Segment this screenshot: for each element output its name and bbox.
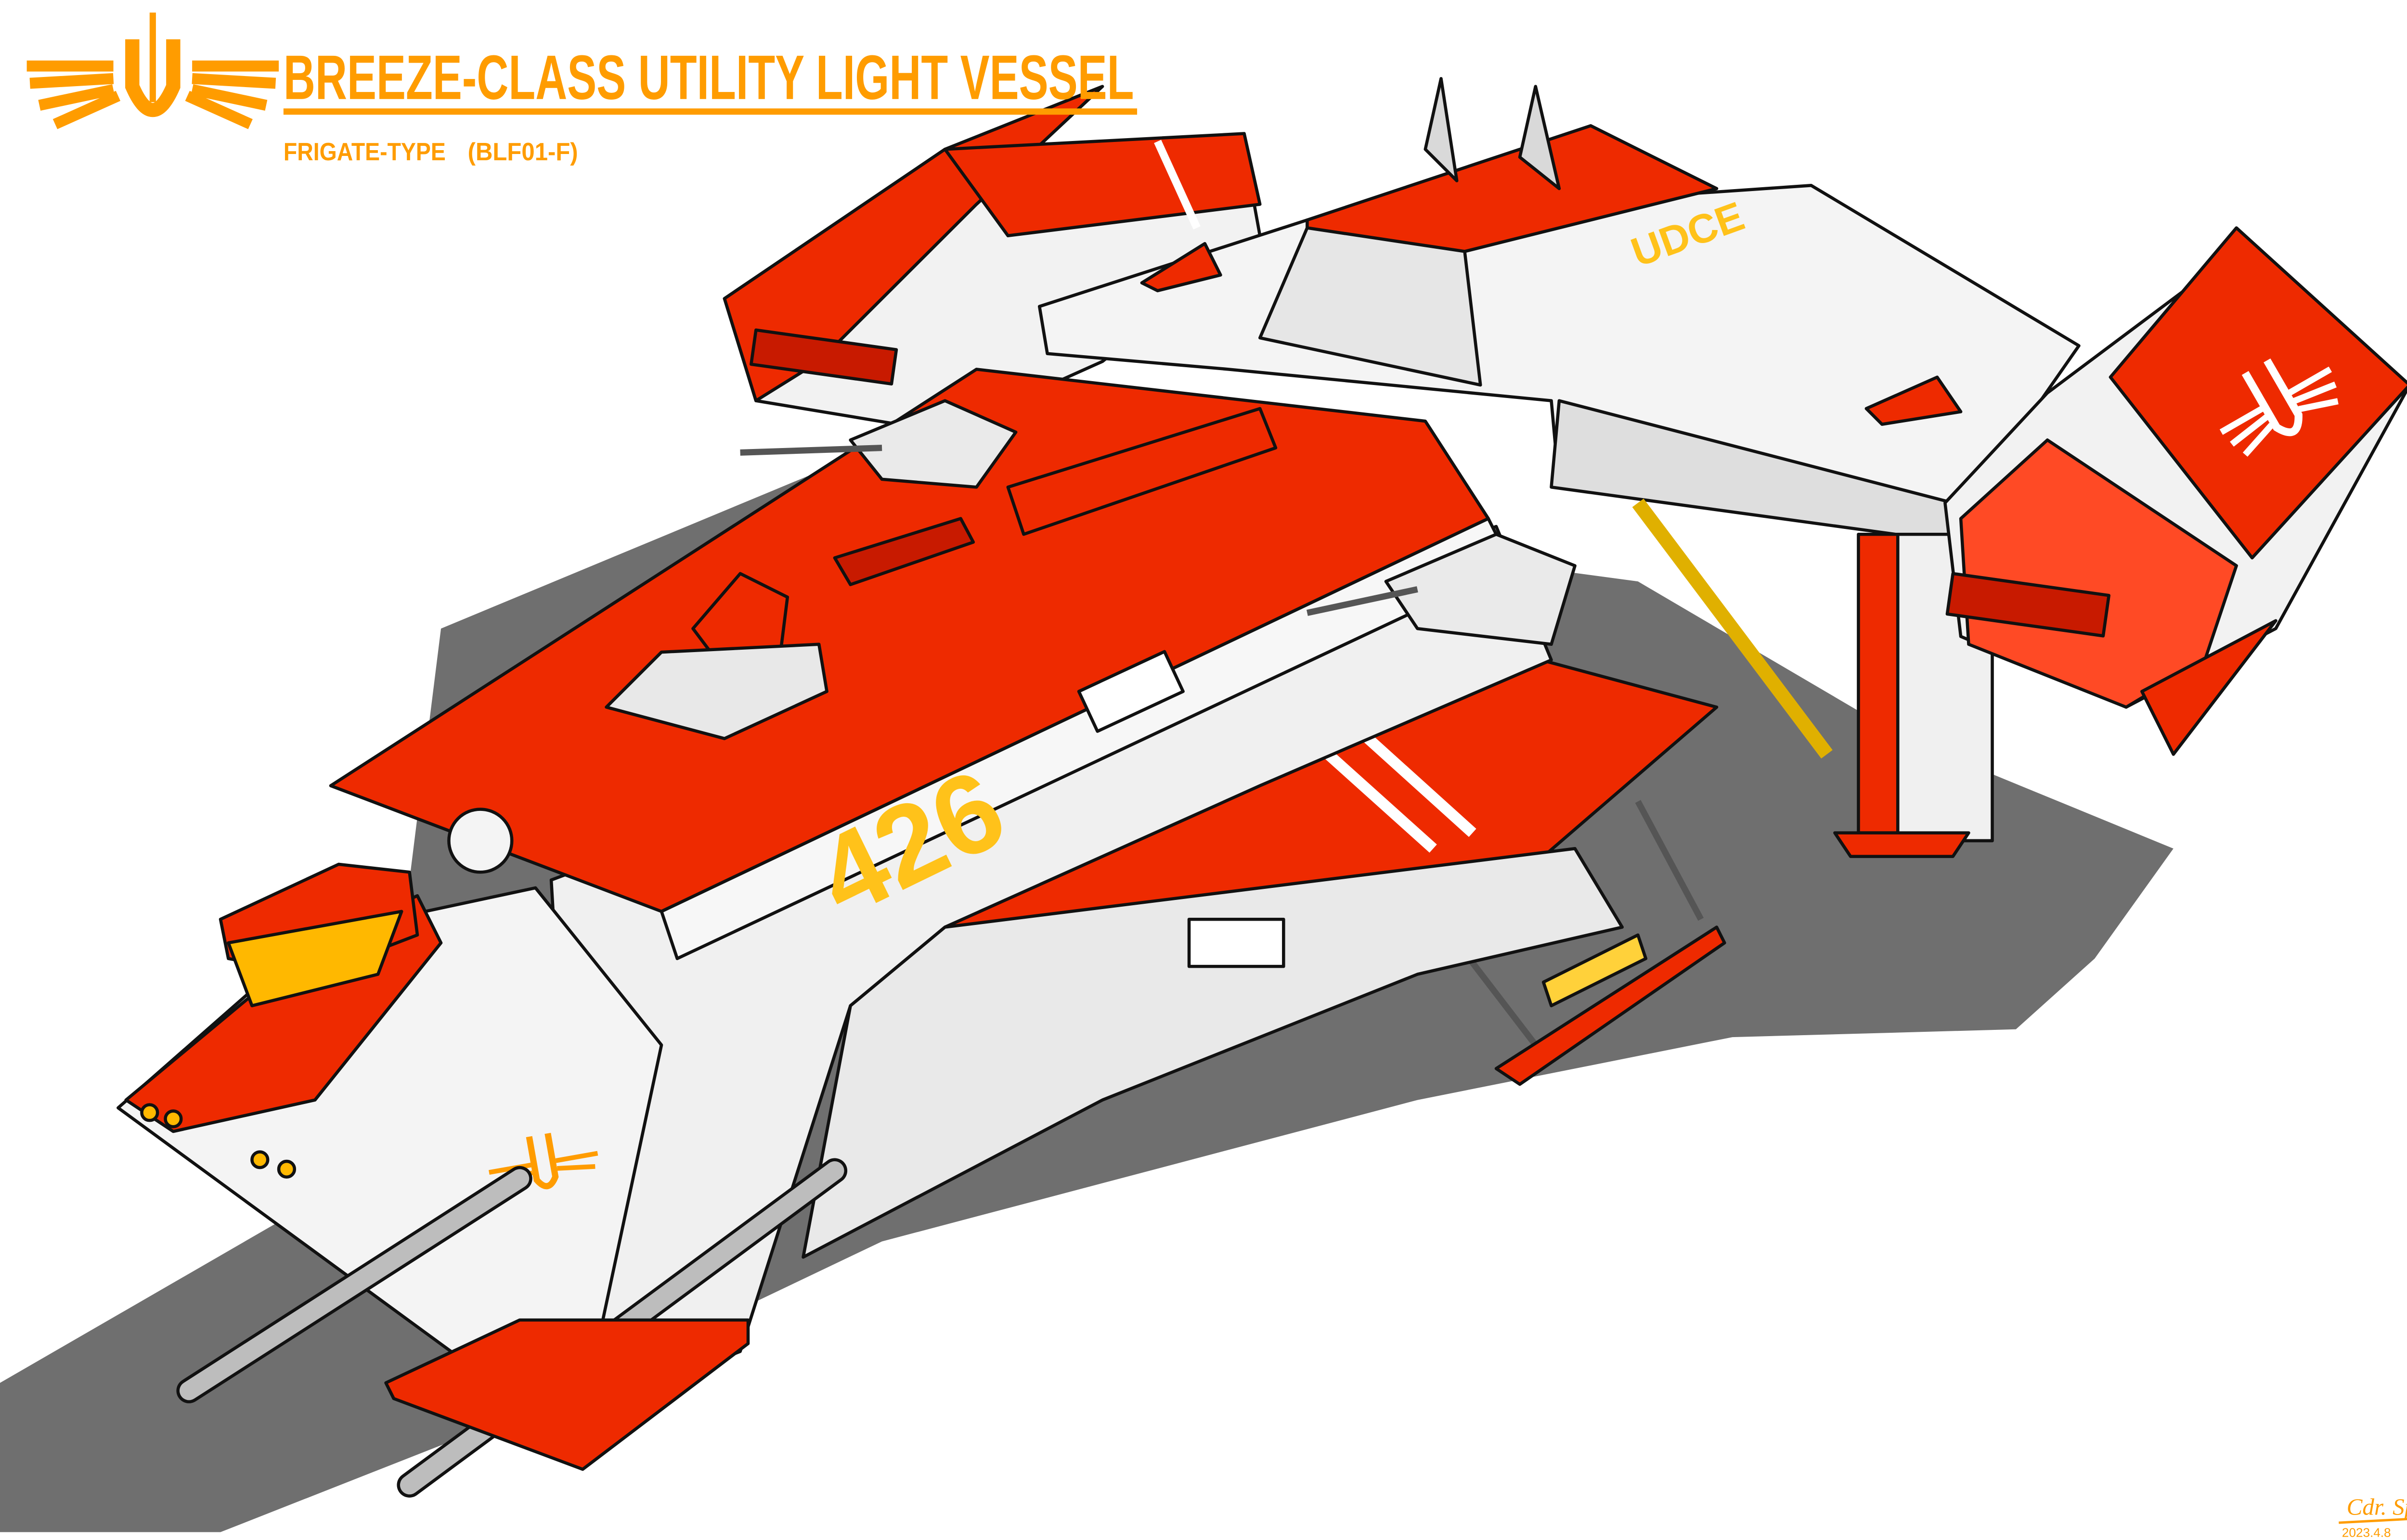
- rear-wing: UDCE: [1037, 77, 2081, 544]
- signature-underline: [2339, 1518, 2407, 1524]
- page-title: BREEZE-CLASS UTILITY LIGHT VESSEL: [284, 42, 1134, 113]
- signature-date: 2023.4.8: [2342, 1525, 2391, 1540]
- bow: [116, 808, 848, 1498]
- main-hull: 426: [329, 368, 1648, 1416]
- right-engine-pod: [1943, 226, 2407, 756]
- turrets: [605, 242, 1963, 740]
- landing-struts: [1430, 499, 1994, 1086]
- title-underline: [283, 108, 1138, 115]
- subtitle-designation: (BLF01-F): [468, 138, 578, 166]
- signature-name: Cdr. Sparks: [2347, 1494, 2407, 1520]
- subtitle-type: FRIGATE-TYPE: [284, 138, 446, 166]
- winged-emblem-icon: [2219, 358, 2339, 457]
- brand-logo-icon: [26, 13, 279, 129]
- left-engine-pod: [723, 85, 1262, 434]
